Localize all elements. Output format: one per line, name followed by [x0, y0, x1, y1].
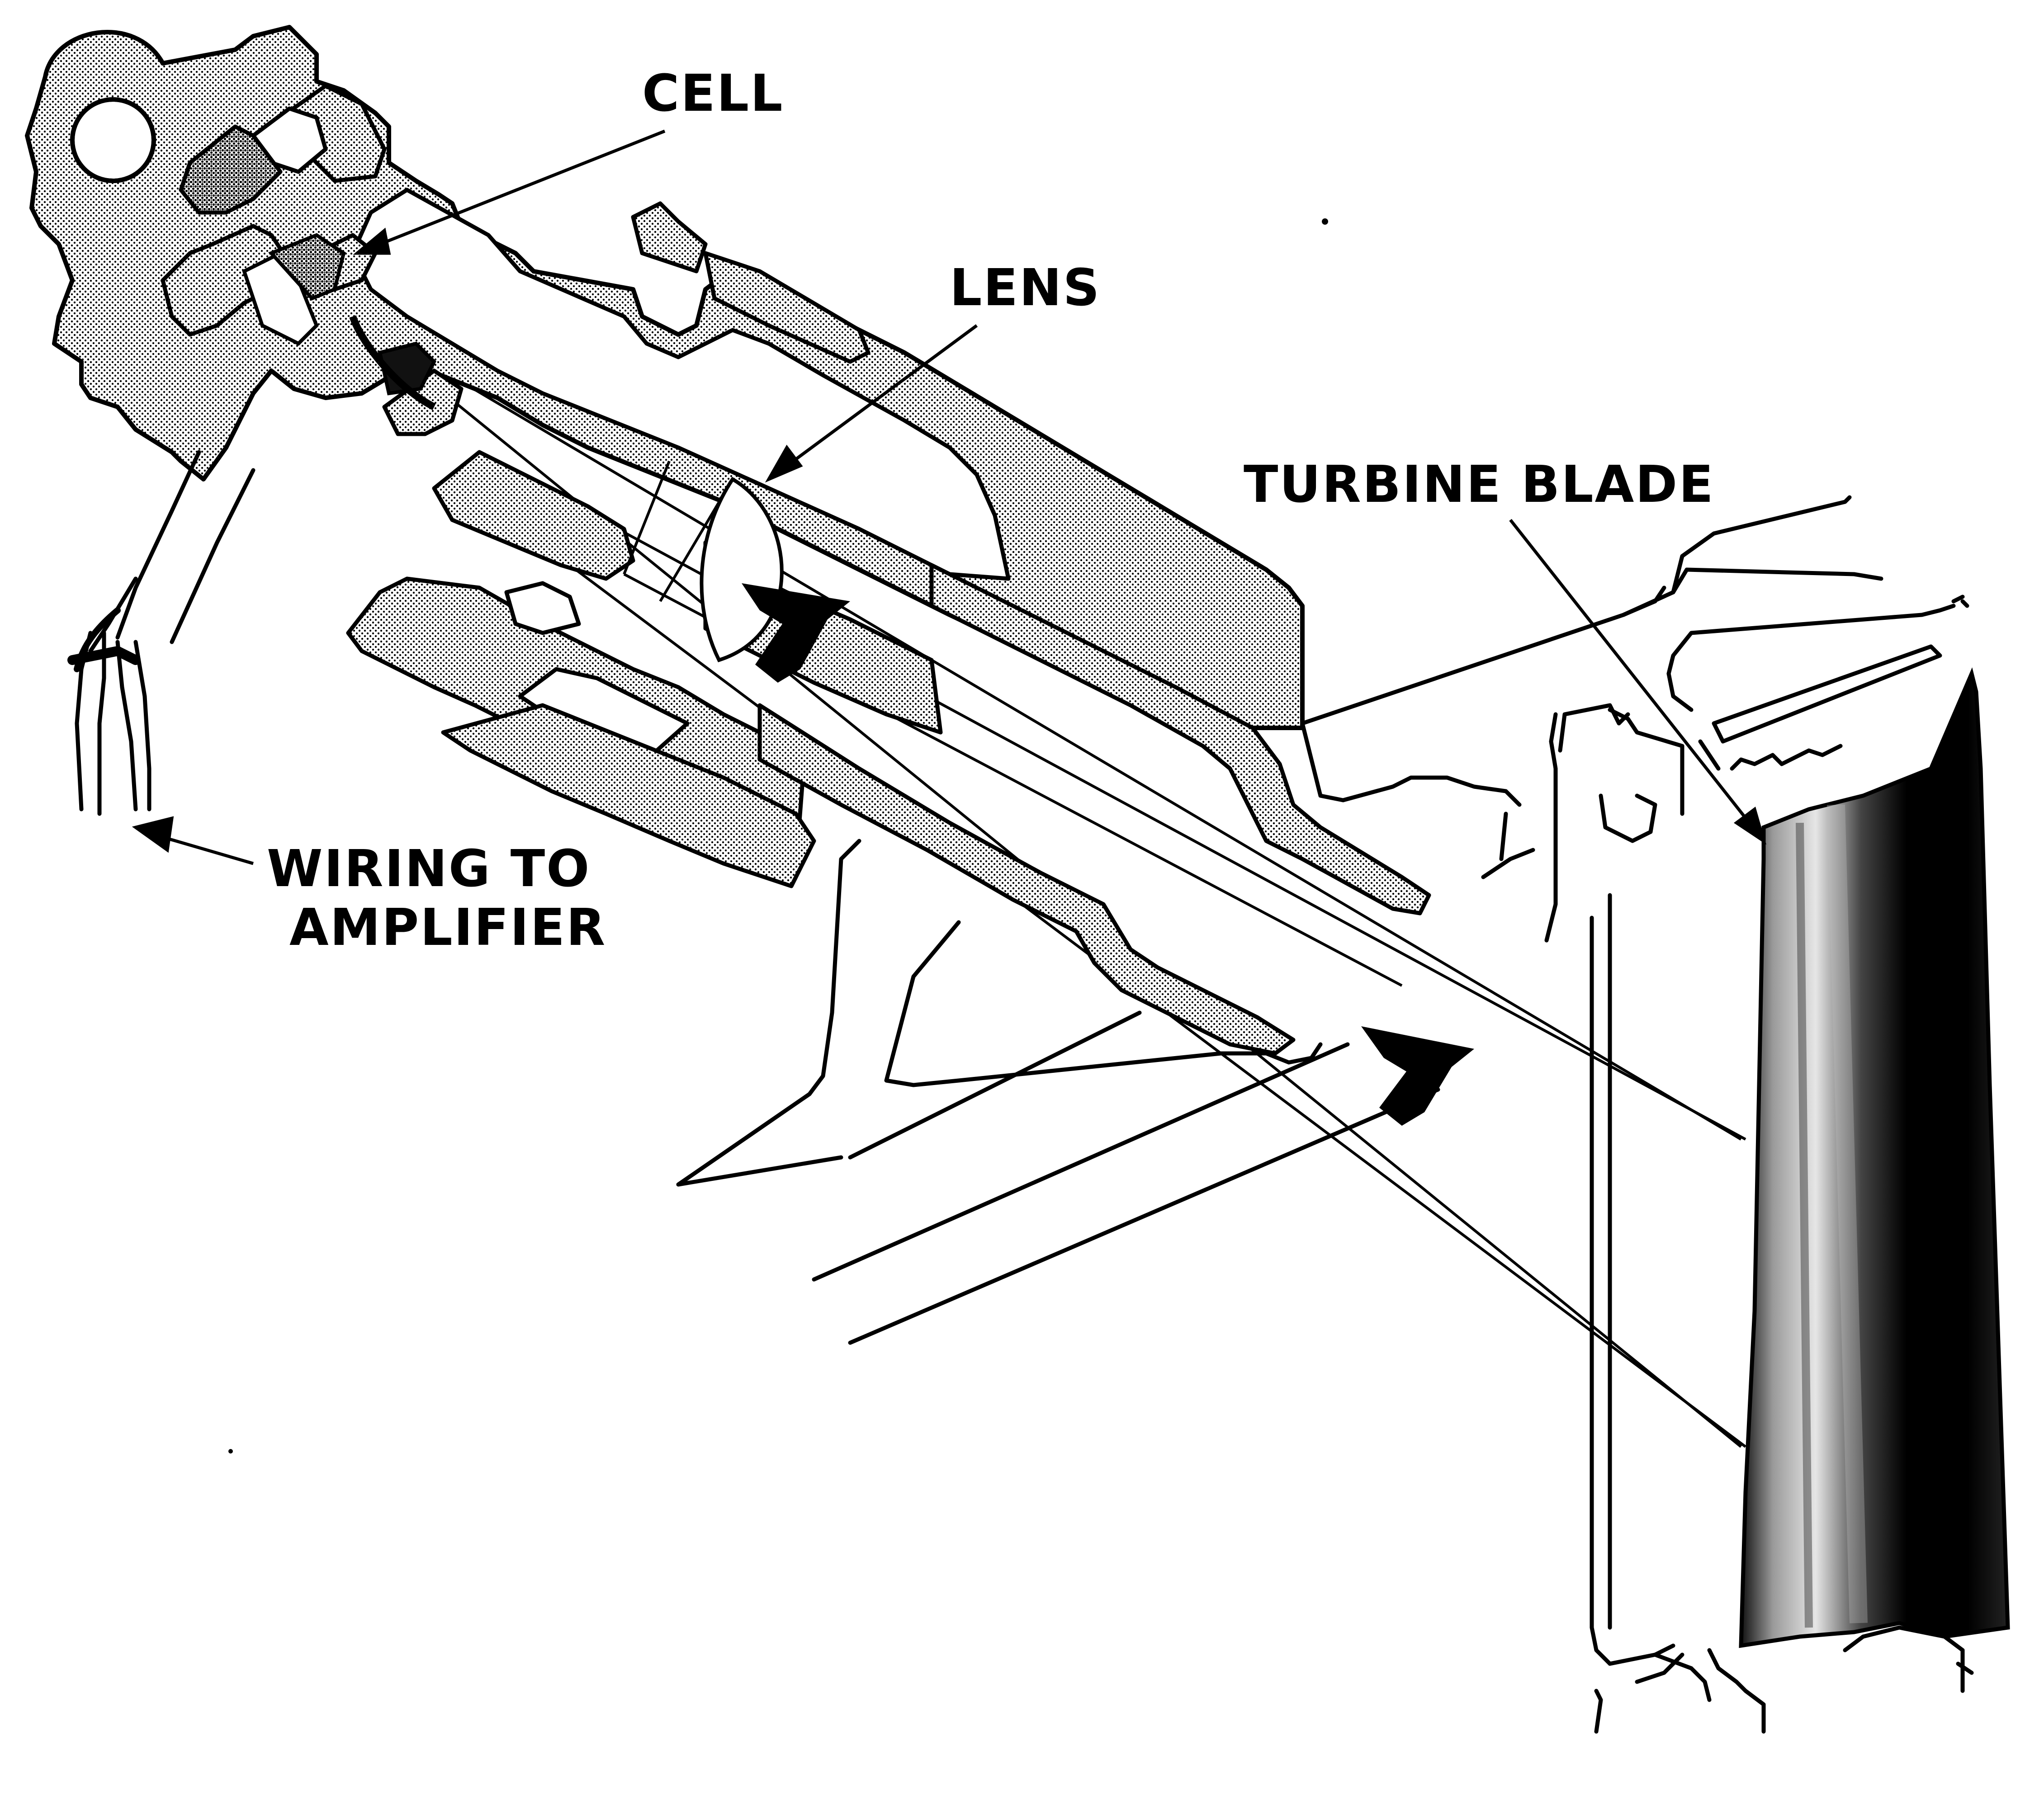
lens-leader [767, 324, 978, 481]
engine-casing [676, 495, 1974, 1734]
leader-lines [132, 129, 1766, 865]
wiring [67, 450, 256, 816]
cell-label: CELL [642, 64, 784, 123]
lens [623, 460, 784, 662]
arrow-icon [742, 583, 1474, 1126]
blade-leader-arrowhead [1733, 807, 1766, 845]
cell-leader-arrowhead [353, 227, 391, 255]
wiring-label-line2: AMPLIFIER [289, 898, 606, 957]
lens-leader-arrowhead [765, 444, 803, 483]
turbine-blade [1739, 667, 2010, 1648]
photo-cell [242, 233, 436, 411]
wiring-leader-arrowhead [132, 816, 174, 853]
turbine-blade-label: TURBINE BLADE [1244, 455, 1715, 514]
scan-specks [228, 218, 1328, 1454]
wiring-label-line1: WIRING TO [267, 840, 591, 898]
blade-leader [1509, 519, 1765, 842]
lens-label: LENS [950, 259, 1101, 317]
cell-leader [356, 129, 666, 255]
